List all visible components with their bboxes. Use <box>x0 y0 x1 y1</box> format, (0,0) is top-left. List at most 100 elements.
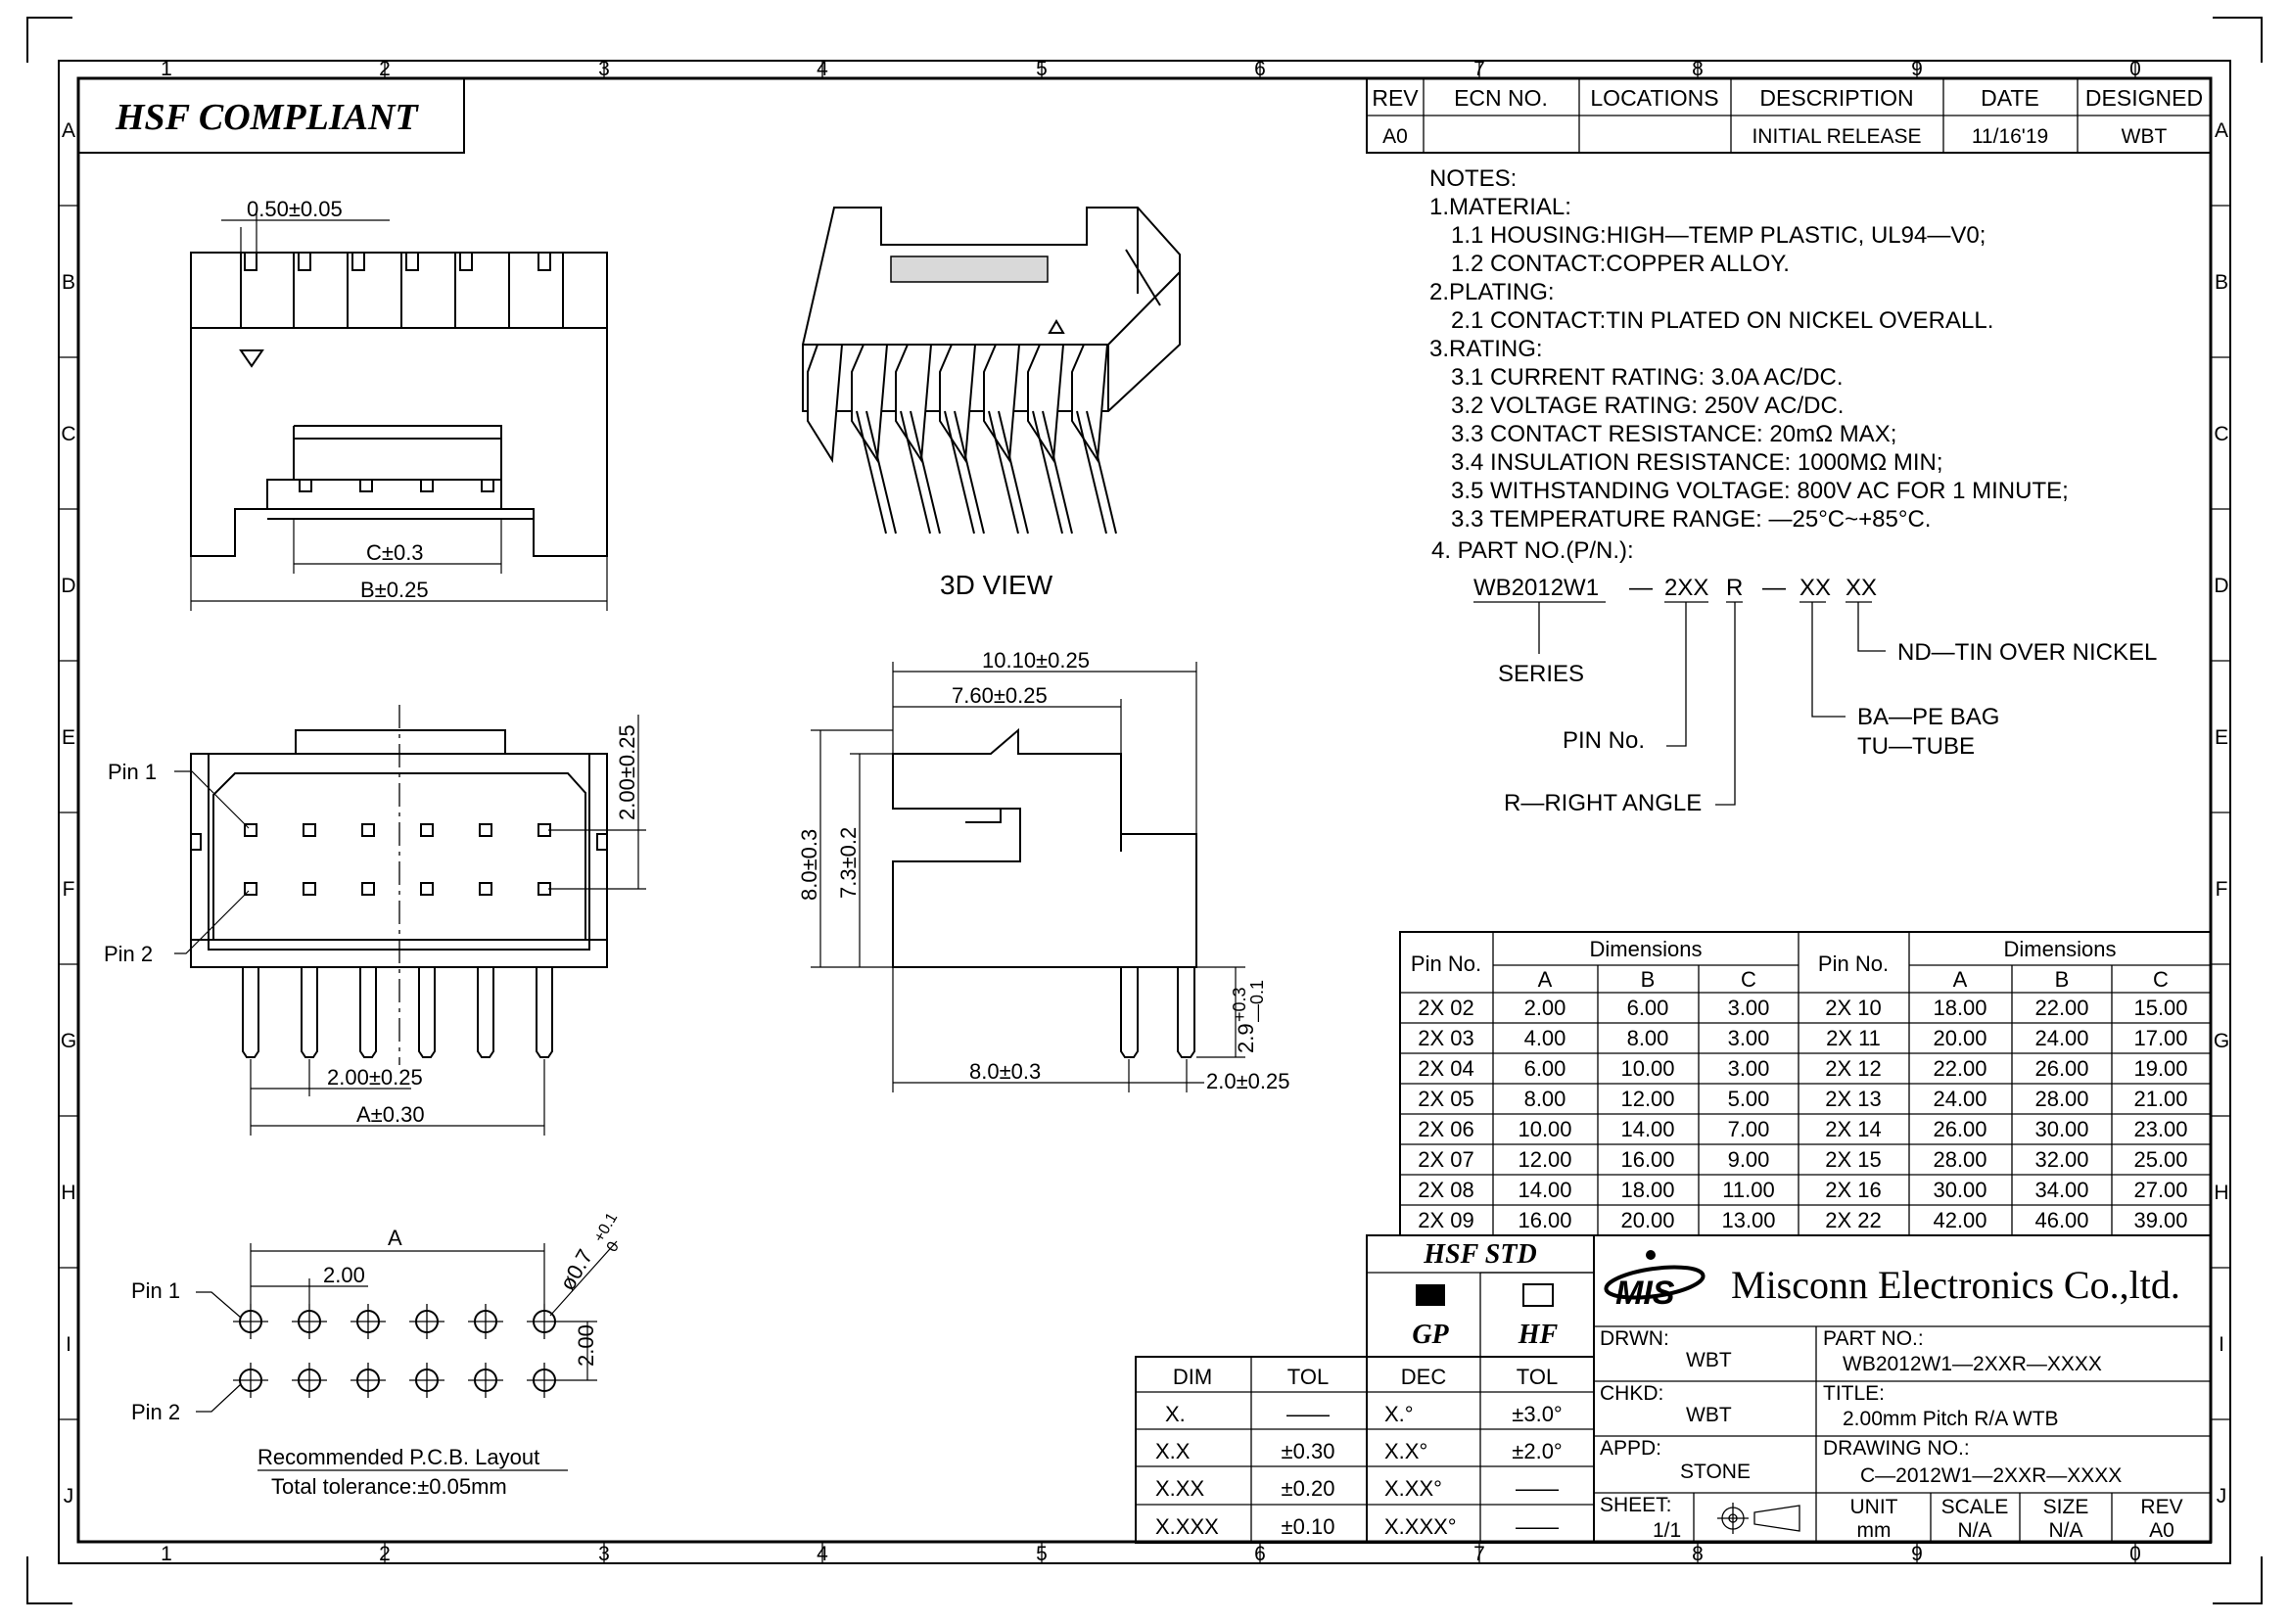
dt-value-cell: 24.00 <box>2034 1026 2088 1050</box>
tol-header: TOL <box>1517 1365 1558 1389</box>
dt-value-cell: 10.00 <box>1620 1056 1674 1081</box>
tol-cell: ±3.0° <box>1512 1402 1562 1426</box>
tol-cell: X.° <box>1384 1402 1414 1426</box>
partno-value: WB2012W1—2XXR—XXXX <box>1843 1353 2102 1375</box>
note-line: 2.PLATING: <box>1429 279 1555 305</box>
pn-pack-label: BA—PE BAG <box>1857 704 1999 730</box>
dt-col: B <box>2055 967 2070 992</box>
zone-num: 9 <box>1911 1543 1923 1565</box>
pn-pins: 2XX <box>1664 575 1708 601</box>
rev-cell: A0 <box>1382 125 1408 148</box>
tol-header: DIM <box>1173 1365 1212 1389</box>
dt-value-cell: 19.00 <box>2133 1056 2187 1081</box>
unit-value: mm <box>1857 1519 1892 1542</box>
tol-cell: ±0.20 <box>1282 1476 1335 1501</box>
hsf-std-title: HSF STD <box>1423 1239 1536 1270</box>
note-line: 3.RATING: <box>1429 336 1543 362</box>
note-line: 3.1 CURRENT RATING: 3.0A AC/DC. <box>1451 364 1844 391</box>
zone-letter: C <box>61 423 75 445</box>
dim-side-tail-tol: —0.1 <box>1247 980 1267 1022</box>
dt-pin-cell: 2X 15 <box>1825 1147 1882 1172</box>
dt-value-cell: 26.00 <box>1933 1117 1986 1141</box>
dt-pin-cell: 2X 11 <box>1826 1026 1881 1050</box>
note-line: 3.2 VOLTAGE RATING: 250V AC/DC. <box>1451 393 1844 419</box>
zone-letter: G <box>61 1030 76 1052</box>
dt-pin-cell: 2X 12 <box>1825 1056 1882 1081</box>
zone-num: 6 <box>1254 58 1266 80</box>
note-line: 4. PART NO.(P/N.): <box>1431 537 1634 564</box>
dt-pin-cell: 2X 09 <box>1418 1208 1474 1232</box>
zone-letter: E <box>62 726 75 749</box>
tol-header: TOL <box>1287 1365 1329 1389</box>
dt-pin-cell: 2X 22 <box>1825 1208 1882 1232</box>
dt-pin-cell: 2X 04 <box>1418 1056 1474 1081</box>
dt-value-cell: 18.00 <box>1933 996 1986 1020</box>
gp-checkbox-icon <box>1416 1284 1445 1306</box>
rev-cell: INITIAL RELEASE <box>1752 125 1921 148</box>
partno-label: PART NO.: <box>1823 1327 1924 1350</box>
pn-base: WB2012W1 <box>1473 575 1599 601</box>
pcb-tolerance: Total tolerance:±0.05mm <box>271 1474 507 1499</box>
dt-dims-header: Dimensions <box>1590 937 1703 961</box>
dt-value-cell: 30.00 <box>1933 1178 1986 1202</box>
zone-num: 3 <box>598 58 610 80</box>
zone-letter: H <box>2214 1182 2228 1204</box>
zone-num: 1 <box>161 58 172 80</box>
dt-value-cell: 24.00 <box>1933 1087 1986 1111</box>
dt-col: A <box>1953 967 1968 992</box>
zone-letter: B <box>62 271 75 294</box>
side-view: 10.10±0.25 7.60±0.25 8.0±0.3 7.3±0.2 2.9… <box>797 648 1289 1093</box>
pin2-label: Pin 2 <box>131 1400 180 1424</box>
dt-value-cell: 16.00 <box>1620 1147 1674 1172</box>
tolerance-table: DIM TOL DEC TOL X. —— X.° ±3.0° X.X ±0.3… <box>1135 1356 1595 1544</box>
dim-side-w1: 10.10±0.25 <box>982 648 1090 673</box>
pn-series-label: SERIES <box>1498 661 1584 687</box>
unit-label: UNIT <box>1850 1496 1898 1518</box>
note-line: 2.1 CONTACT:TIN PLATED ON NICKEL OVERALL… <box>1451 307 1993 334</box>
zone-letter: J <box>2217 1485 2227 1508</box>
zone-letter: F <box>63 878 75 901</box>
rev-header: DESCRIPTION <box>1759 85 1913 111</box>
zone-num: 4 <box>817 1543 828 1565</box>
dt-value-cell: 5.00 <box>1728 1087 1770 1111</box>
tol-cell: ±0.10 <box>1282 1514 1335 1539</box>
dt-value-cell: 34.00 <box>2034 1178 2088 1202</box>
tol-cell: —— <box>1516 1476 1559 1501</box>
zone-letter: A <box>62 119 75 142</box>
tol-header: DEC <box>1401 1365 1447 1389</box>
pn-pack-label: TU—TUBE <box>1857 733 1975 760</box>
appd-label: APPD: <box>1600 1437 1661 1460</box>
dt-value-cell: 22.00 <box>2034 996 2088 1020</box>
dim-pin-width: 0.50±0.05 <box>247 197 343 221</box>
dt-pin-cell: 2X 16 <box>1825 1178 1882 1202</box>
zone-letter: D <box>2214 575 2228 597</box>
gp-label: GP <box>1412 1320 1449 1350</box>
zone-num: 0 <box>2129 58 2141 80</box>
dimension-table: Pin No. Pin No. Dimensions Dimensions A … <box>1399 931 2212 1236</box>
dt-value-cell: 12.00 <box>1620 1087 1674 1111</box>
note-line: 3.4 INSULATION RESISTANCE: 1000MΩ MIN; <box>1451 449 1943 476</box>
scale-label: SCALE <box>1941 1496 2009 1518</box>
notes-title: NOTES: <box>1429 165 1517 192</box>
tol-cell: ±2.0° <box>1512 1439 1562 1463</box>
dt-value-cell: 46.00 <box>2034 1208 2088 1232</box>
zone-num: 9 <box>1911 58 1923 80</box>
top-view: 0.50±0.05 C±0.3 B±0.25 <box>190 197 608 611</box>
dt-value-cell: 8.00 <box>1627 1026 1669 1050</box>
rev-header: REV <box>1372 85 1419 111</box>
dt-value-cell: 6.00 <box>1524 1056 1566 1081</box>
dt-pin-cell: 2X 14 <box>1825 1117 1882 1141</box>
pn-dash: — <box>1762 575 1786 601</box>
dt-value-cell: 11.00 <box>1722 1178 1774 1202</box>
dt-value-cell: 13.00 <box>1721 1208 1775 1232</box>
tol-cell: ±0.30 <box>1282 1439 1335 1463</box>
dt-pin-cell: 2X 07 <box>1418 1147 1474 1172</box>
zone-num: 7 <box>1473 58 1485 80</box>
rev-value: A0 <box>2149 1519 2174 1542</box>
dt-value-cell: 20.00 <box>1933 1026 1986 1050</box>
dim-side-bottom: 8.0±0.3 <box>969 1059 1041 1084</box>
dim-side-h1: 8.0±0.3 <box>797 829 821 901</box>
front-view: Pin 1 Pin 2 2.00±0.25 2.00±0.25 A±0.30 <box>104 705 646 1136</box>
dt-pin-cell: 2X 13 <box>1825 1087 1882 1111</box>
